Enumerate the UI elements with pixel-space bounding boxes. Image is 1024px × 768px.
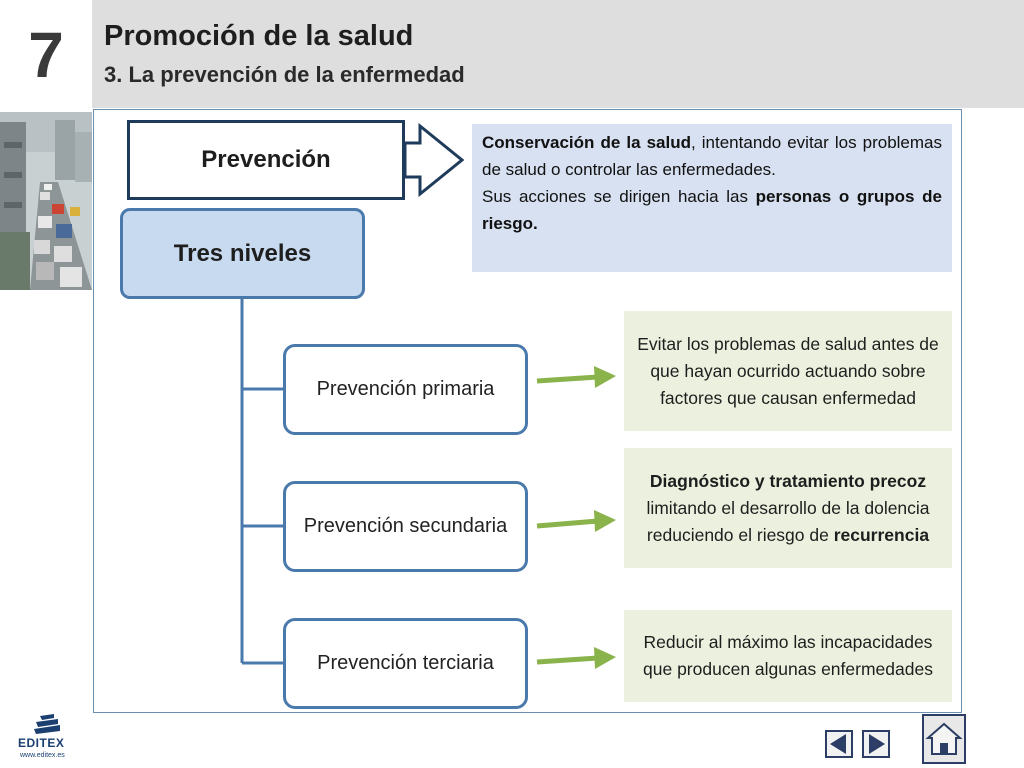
description-secundaria-text: limitando el desarrollo de la dolencia r… [646,497,930,545]
level-label-primaria: Prevención primaria [316,378,495,400]
street-photo [0,112,92,290]
level-label-secundaria: Prevención secundaria [303,515,508,537]
definition-box: Conservación de la salud, intentando evi… [472,124,952,272]
description-primaria: Evitar los problemas de salud antes de q… [637,333,939,408]
level-box-terciaria: Prevención terciaria [283,618,528,709]
definition-line-2: Sus acciones se dirigen hacia las person… [482,183,942,237]
logo-url: www.editex.es [20,752,65,759]
green-arrow-terciaria [536,647,616,669]
street-photo-drawing [0,112,92,290]
description-box-terciaria: Reducir al máximo las incapacidades que … [624,610,952,702]
green-arrow-primaria [536,366,616,388]
definition-text-1: , intentando evitar los problemas de sal… [482,133,942,179]
definition-line-1: Conservación de la salud, intentando evi… [482,129,942,183]
page-title: Promoción de la salud [104,20,414,52]
triangle-right-icon[interactable] [862,730,890,758]
logo-name: EDITEX [18,736,65,750]
prevention-box: Prevención [127,120,405,200]
header-band [92,0,1024,108]
description-secundaria-bold-1: Diagnóstico y tratamiento precoz [649,470,927,491]
description-box-primaria: Evitar los problemas de salud antes de q… [624,311,952,431]
level-label-terciaria: Prevención terciaria [317,652,494,674]
page-subtitle: 3. La prevención de la enfermedad [104,62,465,87]
green-arrow-secundaria [536,510,616,532]
levels-box: Tres niveles [120,208,365,299]
definition-text-2: Sus acciones se dirigen hacia las [482,187,756,206]
level-box-secundaria: Prevención secundaria [283,481,528,572]
description-secundaria: Diagnóstico y tratamiento precoz limitan… [634,468,942,549]
editex-logo-icon [34,714,60,734]
description-box-secundaria: Diagnóstico y tratamiento precoz limitan… [624,448,952,568]
definition-bold-1: Conservación de la salud [482,133,691,152]
definition-bold-2: personas o grupos de riesgo. [482,187,942,233]
hollow-arrow [403,122,465,198]
chapter-box: 7 [0,0,92,110]
house-icon[interactable] [922,714,966,764]
chapter-number: 7 [28,19,64,91]
triangle-left-icon[interactable] [825,730,853,758]
description-terciaria: Reducir al máximo las incapacidades que … [643,632,933,679]
prevention-label: Prevención [201,146,331,173]
description-secundaria-bold-2: recurrencia [833,524,930,545]
levels-label: Tres niveles [173,239,312,267]
level-box-primaria: Prevención primaria [283,344,528,435]
